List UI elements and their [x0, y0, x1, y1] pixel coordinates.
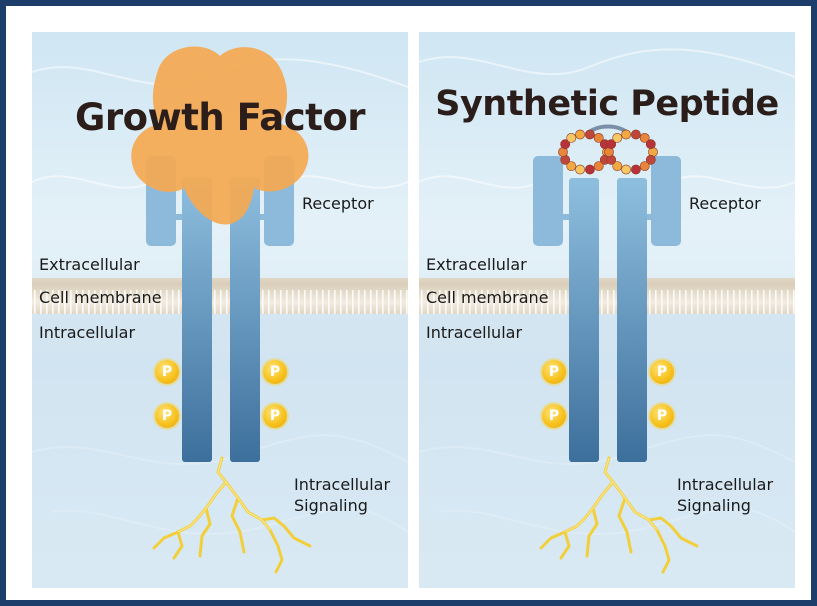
signaling-label-line2: Signaling	[294, 496, 368, 515]
panel-illustration	[419, 48, 795, 588]
peptide-bead	[575, 164, 585, 175]
intracellular-label: Intracellular	[39, 323, 136, 342]
extracellular-label: Extracellular	[39, 255, 140, 274]
peptide-bead	[560, 139, 571, 150]
receptor-arm-left	[533, 156, 563, 246]
signaling-label-line2: Signaling	[677, 496, 751, 515]
peptide-bead	[639, 133, 650, 143]
receptor-chain-right	[230, 178, 260, 462]
receptor-chain-left	[182, 178, 212, 462]
cell-membrane-label: Cell membrane	[426, 288, 549, 307]
panel-synthetic-peptide: Synthetic Peptide Receptor Extracellular…	[419, 32, 795, 588]
receptor-arm-right	[651, 156, 681, 246]
phosphate-icon: P	[155, 360, 179, 384]
receptor-label: Receptor	[302, 194, 374, 213]
peptide-bead	[584, 164, 595, 175]
peptide-bead	[621, 164, 631, 175]
peptide-bead	[630, 164, 641, 175]
intracellular-label: Intracellular	[426, 323, 523, 342]
panel-illustration	[32, 46, 408, 588]
panel-title: Synthetic Peptide	[435, 84, 779, 124]
peptide-bead	[584, 129, 595, 140]
phosphate-icon: P	[542, 360, 566, 384]
panel-title: Growth Factor	[75, 96, 366, 139]
peptide-bead	[566, 133, 577, 143]
peptide-bead	[612, 133, 623, 143]
phosphate-icon: P	[542, 404, 566, 428]
peptide-bead	[593, 161, 604, 171]
signaling-label-line1: Intracellular	[677, 475, 774, 494]
peptide-bead	[606, 139, 617, 150]
peptide-bead	[566, 161, 577, 171]
peptide-bead	[621, 129, 631, 140]
cell-membrane-label: Cell membrane	[39, 288, 162, 307]
receptor-chain-right	[617, 178, 647, 462]
phosphate-icon: P	[650, 404, 674, 428]
extracellular-label: Extracellular	[426, 255, 527, 274]
receptor-label: Receptor	[689, 194, 761, 213]
peptide-loop-right	[604, 129, 658, 175]
peptide-bead	[645, 139, 656, 150]
cell-membrane-band	[419, 278, 795, 314]
peptide-bead	[630, 129, 641, 140]
receptor-chain-left	[569, 178, 599, 462]
peptide-bead	[575, 129, 585, 140]
signaling-label-line1: Intracellular	[294, 475, 391, 494]
phosphate-icon: P	[263, 404, 287, 428]
peptide-bead	[593, 133, 604, 143]
cell-membrane-band	[32, 278, 408, 314]
phosphate-icon: P	[155, 404, 179, 428]
peptide-bead	[612, 161, 623, 171]
phosphate-icon: P	[263, 360, 287, 384]
panel-growth-factor: Growth Factor Receptor Extracellular Cel…	[32, 32, 408, 588]
peptide-bead	[645, 154, 656, 165]
peptide-loop-left	[558, 129, 612, 175]
phosphate-icon: P	[650, 360, 674, 384]
growth-factor-blob	[131, 46, 309, 225]
peptide-bead	[639, 161, 650, 171]
